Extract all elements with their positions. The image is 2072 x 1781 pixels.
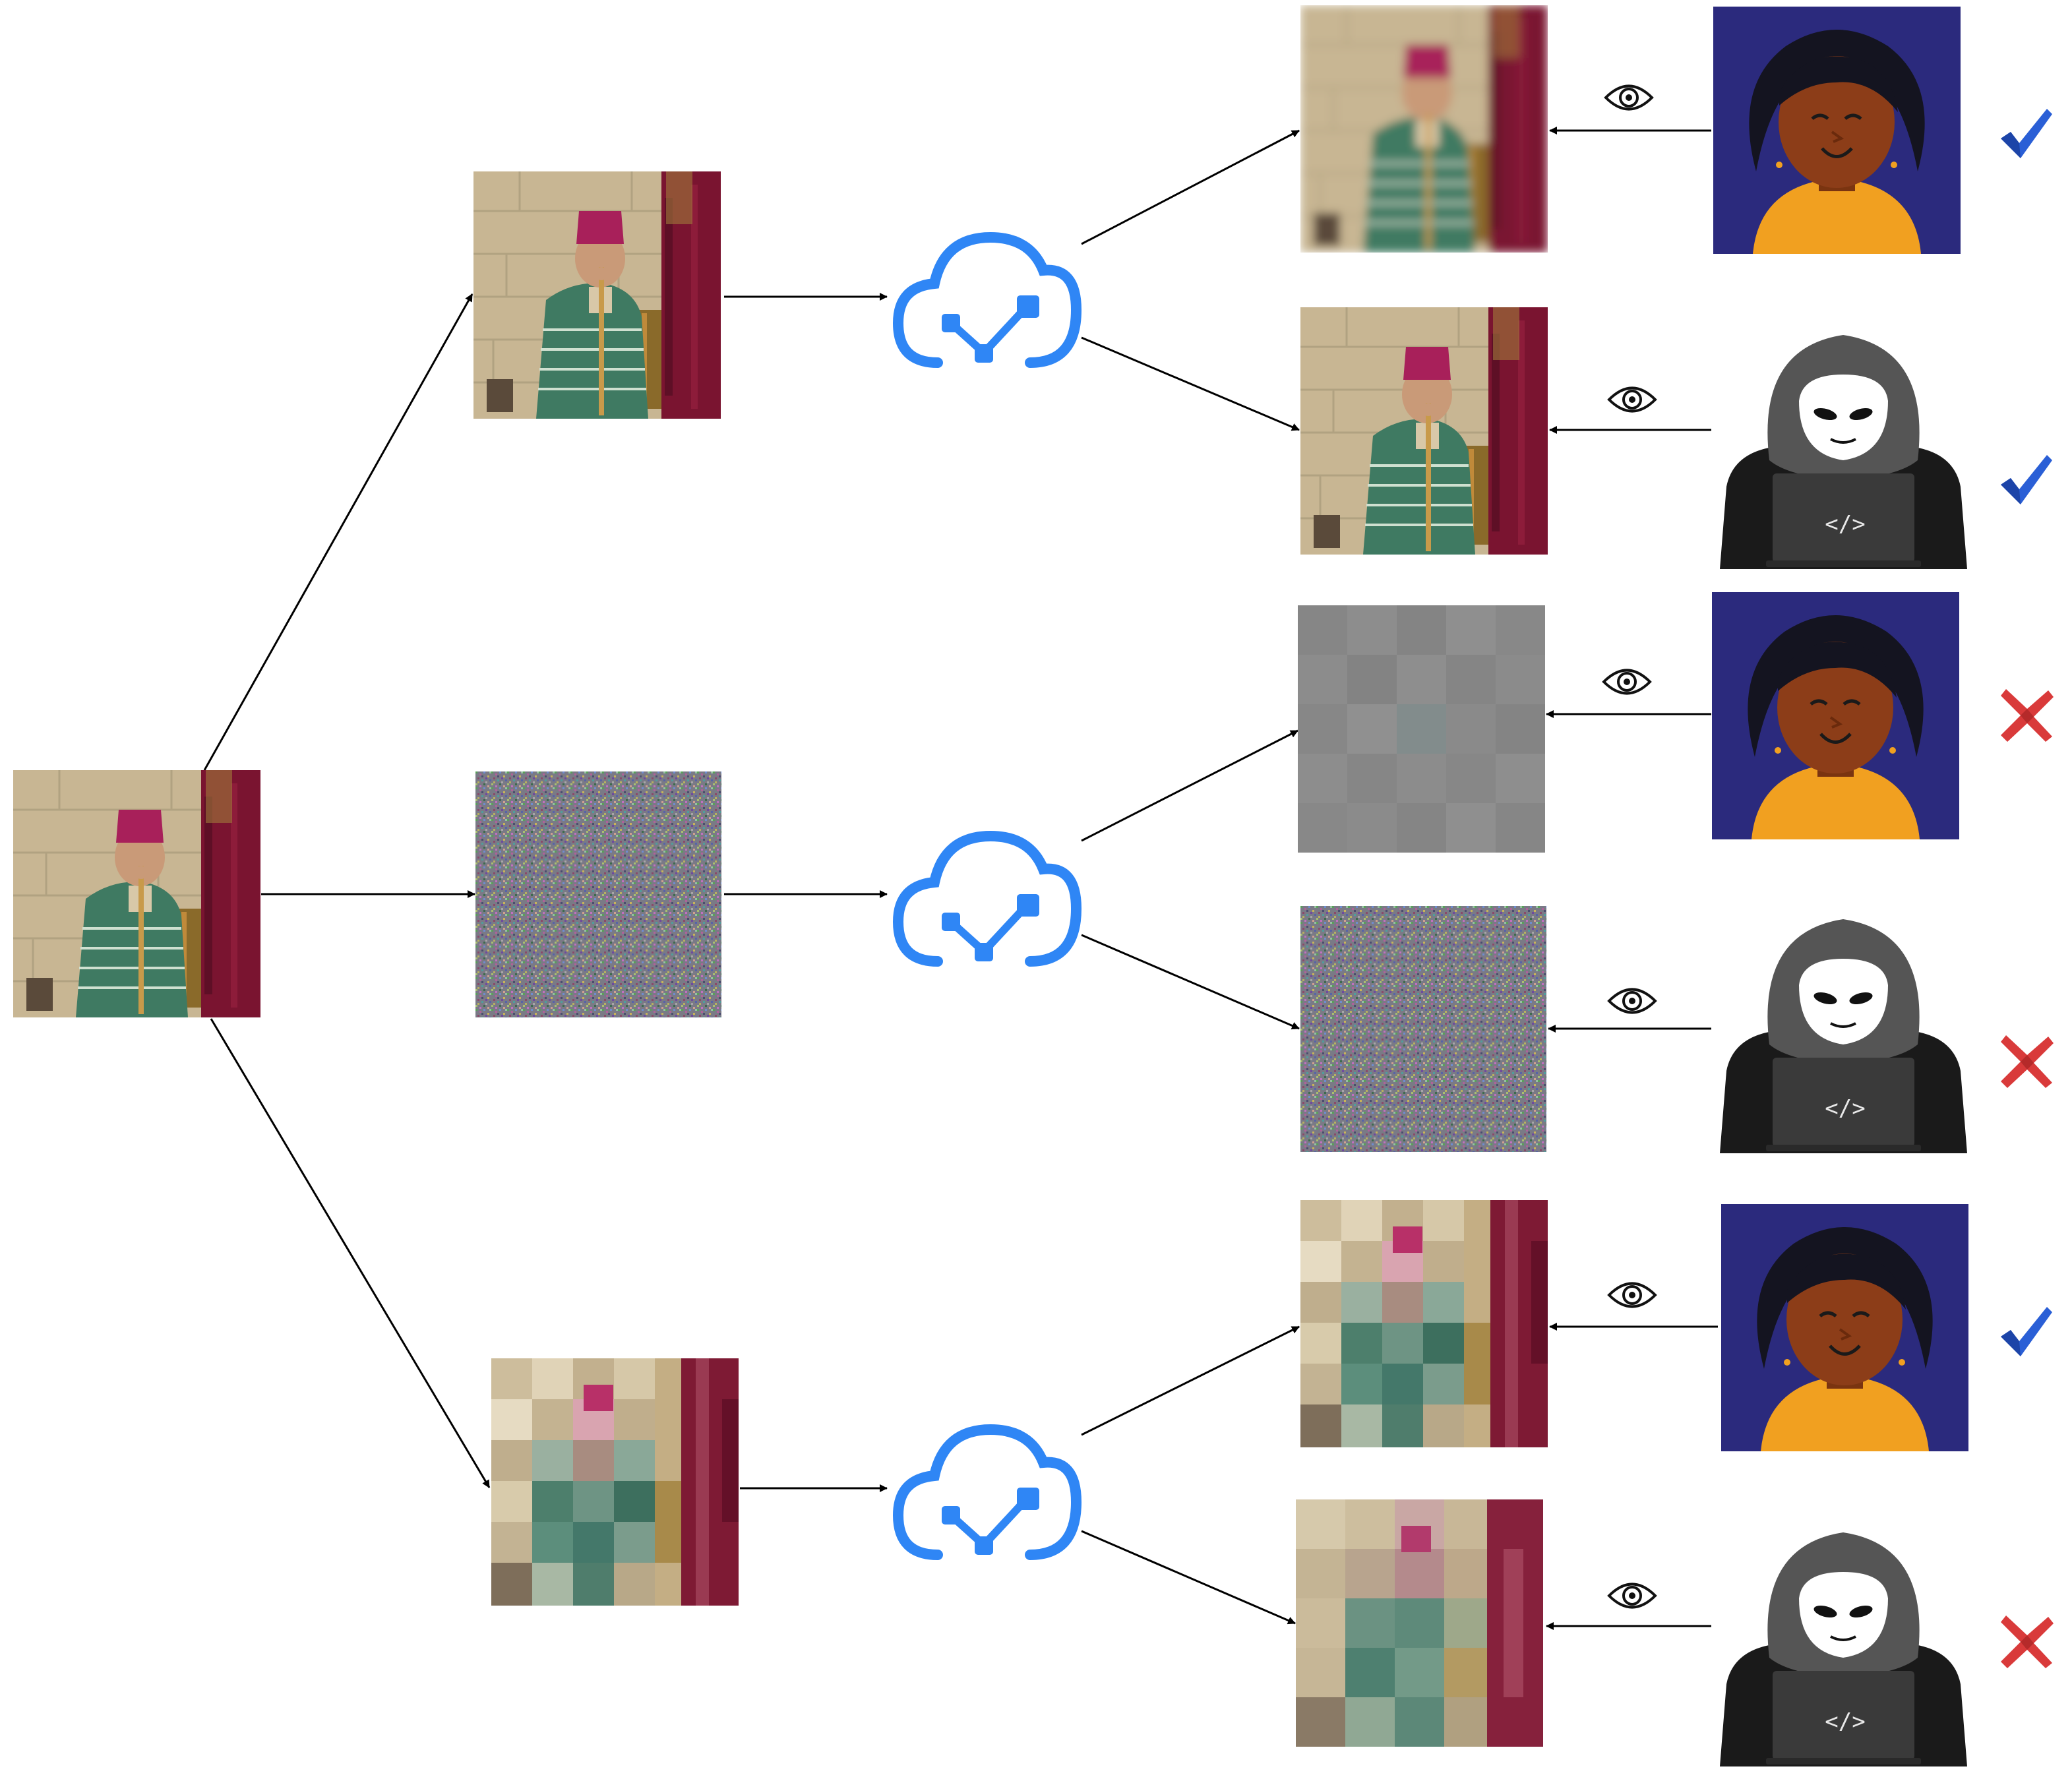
arrow-source-to-original: [203, 293, 473, 771]
view-pixelated-image: [1300, 1200, 1548, 1447]
laptop-code-label: </>: [1825, 1708, 1865, 1735]
view-clear-image: [1299, 306, 1549, 556]
cloud-share-icon: [898, 1430, 1076, 1555]
cloud-share-icon: [898, 237, 1076, 363]
input-noise-image: [475, 771, 721, 1017]
eye-icon: [1608, 988, 1657, 1014]
view-coarse-pixelated-image: [1296, 1499, 1543, 1747]
eye-icon: [1608, 386, 1657, 413]
arrow-cloud2-to-view4: [1081, 934, 1300, 1030]
check-mark-icon: [2001, 1307, 2052, 1356]
arrow-cloud3-to-view5: [1081, 1325, 1300, 1436]
cloud-share-icon: [898, 836, 1076, 961]
laptop-code-label: </>: [1825, 1095, 1865, 1122]
check-mark-icon: [2001, 109, 2052, 158]
eye-icon: [1602, 669, 1651, 695]
view-blurred-image: [1300, 5, 1548, 253]
hacker-icon: </>: [1719, 1531, 1968, 1768]
input-original-image: [472, 170, 722, 420]
laptop-code-label: </>: [1825, 511, 1865, 537]
cross-mark-icon: [2001, 689, 2054, 742]
input-pixelated-image: [491, 1358, 739, 1606]
source-image: [12, 769, 262, 1019]
arrow-source-to-pixelated: [210, 1018, 491, 1488]
woman-avatar-icon: [1712, 592, 1959, 839]
arrow-cloud1-to-view1: [1081, 129, 1300, 245]
arrow-cloud1-to-view2: [1081, 336, 1300, 431]
woman-avatar-icon: [1721, 1204, 1968, 1451]
arrow-cloud2-to-view3: [1081, 729, 1298, 842]
woman-avatar-icon: [1713, 7, 1961, 254]
check-mark-icon: [2001, 455, 2052, 504]
hacker-icon: </>: [1719, 334, 1968, 570]
arrow-cloud3-to-view6: [1081, 1530, 1296, 1625]
view-noise-image: [1300, 906, 1546, 1152]
cross-mark-icon: [2001, 1035, 2054, 1088]
eye-icon: [1608, 1583, 1657, 1609]
cross-mark-icon: [2001, 1615, 2054, 1668]
hacker-icon: </>: [1719, 918, 1968, 1155]
view-gray-blocks-image: [1298, 605, 1545, 853]
connector-arrows: [203, 127, 1718, 1630]
eye-icon: [1604, 84, 1653, 111]
eye-icon: [1608, 1282, 1657, 1308]
